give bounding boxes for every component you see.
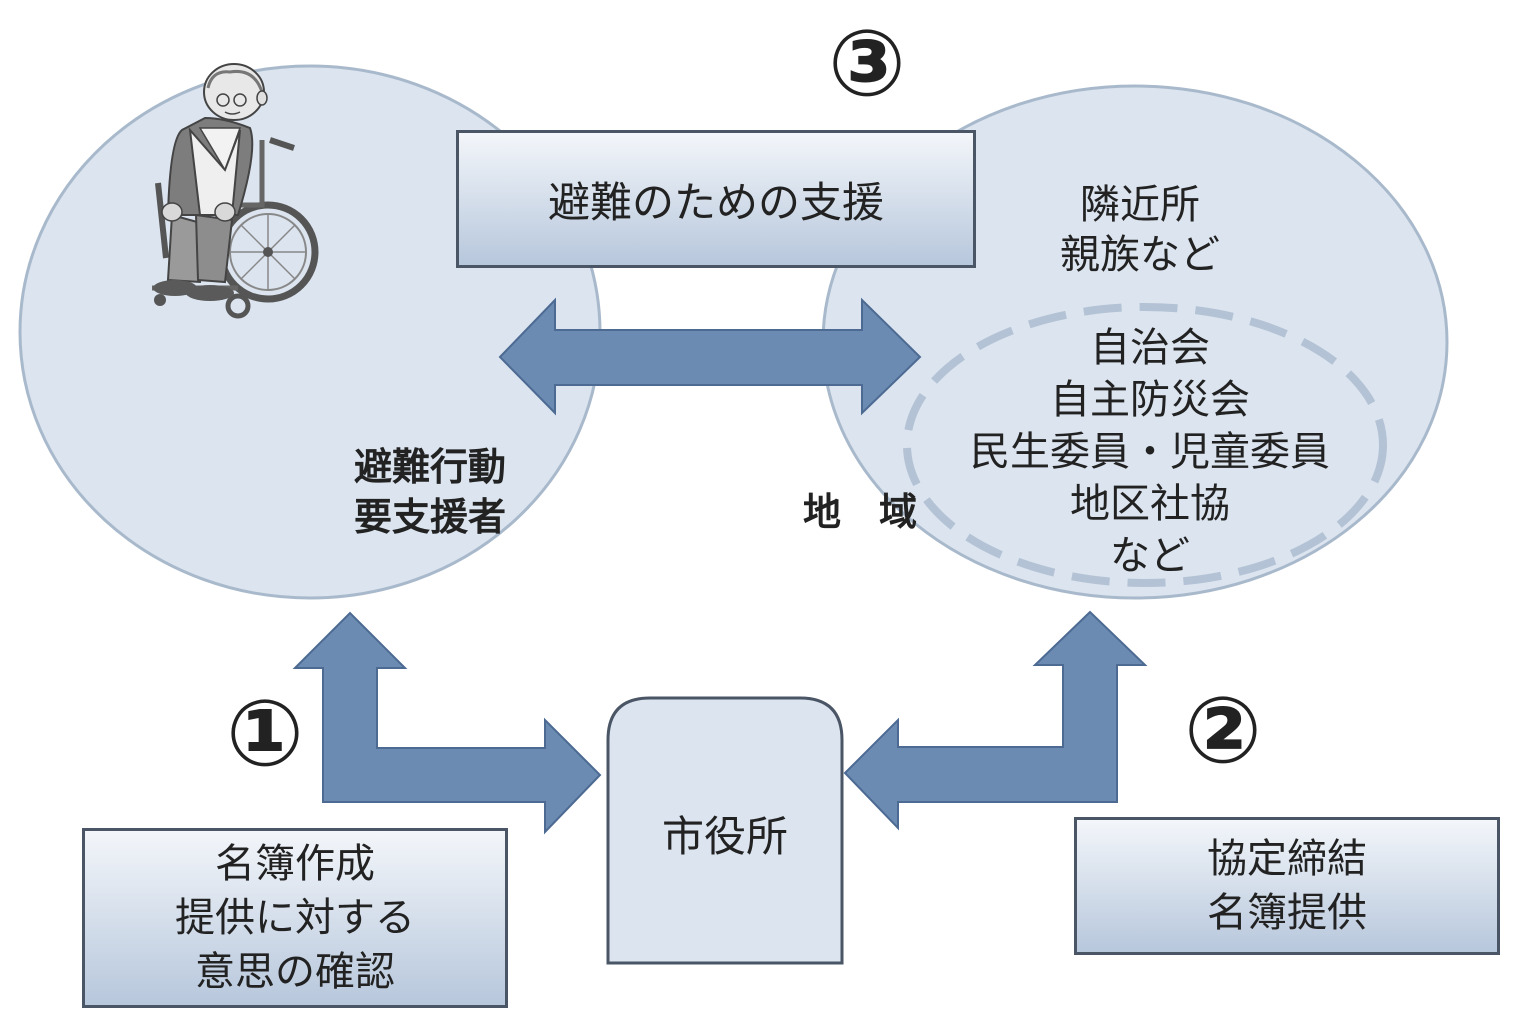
- agreement-line2: 名簿提供: [1207, 890, 1367, 936]
- city-hall-label: 市役所: [661, 812, 788, 861]
- agreement-box: 協定締結 名簿提供: [1074, 817, 1500, 955]
- left-circle-line1: 避難行動: [353, 445, 506, 489]
- evacuation-support-label: 避難のための支援: [547, 177, 884, 227]
- org-line-3: 民生委員・児童委員: [970, 429, 1330, 475]
- step-3-marker: ③: [828, 10, 906, 117]
- left-circle-label: 避難行動 要支援者: [330, 442, 530, 542]
- neighbors-label: 隣近所 親族など: [1030, 180, 1250, 280]
- step-2-marker: ②: [1184, 677, 1262, 784]
- double-arrow: [498, 297, 922, 416]
- elderly-wheelchair-icon: [152, 63, 319, 319]
- list-creation-line1: 名簿作成: [215, 841, 375, 887]
- org-line-2: 自主防災会: [1050, 377, 1250, 423]
- step-1-marker: ①: [226, 680, 304, 787]
- left-elbow-arrow: [292, 611, 602, 835]
- organizations-label: 自治会 自主防災会 民生委員・児童委員 地区社協 など: [930, 322, 1370, 582]
- list-creation-line3: 意思の確認: [195, 949, 395, 995]
- left-circle-line2: 要支援者: [353, 495, 506, 539]
- right-elbow-arrow: [843, 610, 1148, 831]
- agreement-line1: 協定締結: [1207, 836, 1367, 882]
- neighbors-line2: 親族など: [1060, 232, 1220, 278]
- neighbors-line1: 隣近所: [1080, 182, 1200, 228]
- evacuation-support-box: 避難のための支援: [456, 130, 976, 268]
- org-line-4: 地区社協: [1070, 481, 1230, 527]
- list-creation-line2: 提供に対する: [175, 895, 415, 941]
- dashed-org-ellipse: [903, 303, 1387, 587]
- right-circle-title: 地 域: [802, 490, 917, 534]
- city-hall-box: [606, 696, 844, 965]
- org-line-5: など: [1110, 533, 1190, 579]
- org-line-1: 自治会: [1090, 325, 1210, 371]
- list-creation-box: 名簿作成 提供に対する 意思の確認: [82, 828, 508, 1008]
